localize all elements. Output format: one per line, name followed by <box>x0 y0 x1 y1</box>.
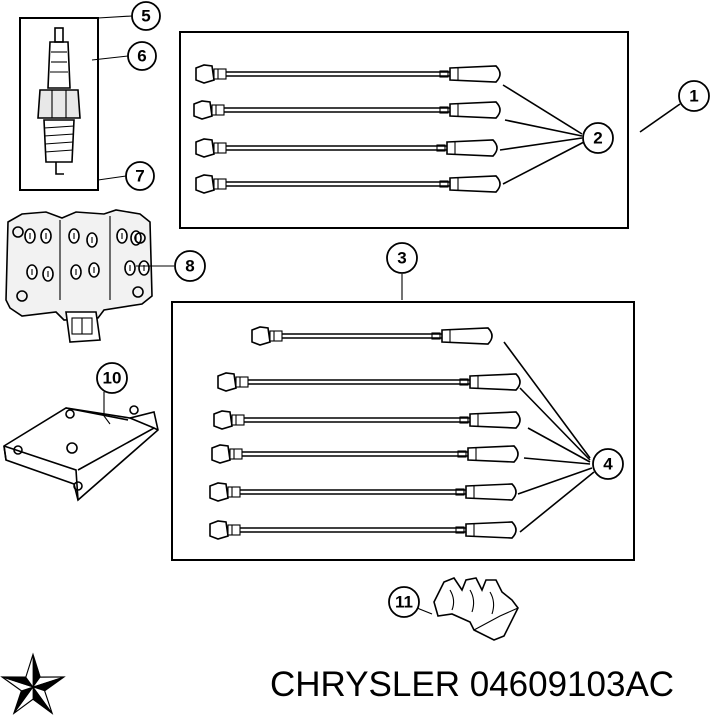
ignition-wire-long-1 <box>251 326 493 346</box>
coil-terminal <box>70 264 82 280</box>
spark-plug-threads <box>43 119 75 163</box>
coil-terminal <box>88 262 100 278</box>
callout-11: 11 <box>388 586 420 618</box>
part-caption: CHRYSLER 04609103AC <box>270 660 710 710</box>
spark-plug-terminal <box>54 27 64 43</box>
ignition-wire-long-5 <box>209 482 517 502</box>
spark-plug-insulator <box>47 41 71 89</box>
coil-terminal <box>26 264 38 280</box>
callout-2: 2 <box>582 122 614 154</box>
callout-5: 5 <box>131 1 161 31</box>
coil-terminal <box>40 228 52 244</box>
callout-8: 8 <box>174 250 206 282</box>
svg-text:5: 5 <box>141 7 150 26</box>
spark-plug-group <box>19 17 99 191</box>
svg-text:4: 4 <box>603 455 613 474</box>
part-number: 04609103AC <box>469 665 675 704</box>
wire-set-6-box <box>171 301 635 561</box>
ignition-wire-2 <box>193 100 501 120</box>
callout-1: 1 <box>678 80 710 112</box>
callout-3: 3 <box>386 242 418 274</box>
wire-set-4-group <box>179 31 681 229</box>
callout-6: 6 <box>127 41 157 71</box>
svg-text:3: 3 <box>397 249 406 268</box>
svg-text:7: 7 <box>135 167 144 186</box>
svg-text:8: 8 <box>185 257 194 276</box>
coil-terminal <box>68 228 80 244</box>
coil-connector <box>65 311 101 343</box>
svg-text:2: 2 <box>593 129 602 148</box>
svg-text:1: 1 <box>689 87 698 106</box>
callout-7: 7 <box>125 161 155 191</box>
wire-separator <box>433 577 519 641</box>
spark-plug-hex <box>37 89 81 119</box>
coil-terminal <box>86 232 98 248</box>
ignition-wire-3 <box>195 138 498 158</box>
coil-terminal <box>24 228 36 244</box>
svg-text:11: 11 <box>395 593 413 612</box>
coil-terminal <box>42 266 54 282</box>
chrysler-pentastar-logo <box>0 652 66 715</box>
svg-text:6: 6 <box>137 47 146 66</box>
callout-4: 4 <box>592 448 624 480</box>
wire-set-4-box <box>179 31 629 229</box>
ignition-coil-group <box>5 209 174 343</box>
spark-plug-electrode <box>55 162 64 175</box>
callout-10: 10 <box>96 362 128 394</box>
wire-set-6-group <box>171 274 635 561</box>
svg-text:10: 10 <box>103 369 122 388</box>
coil-terminal <box>116 228 128 244</box>
spark-plug-box <box>19 17 99 191</box>
ignition-wire-1 <box>195 64 501 84</box>
ignition-wire-4 <box>195 174 501 194</box>
wire-separator-group <box>411 577 519 641</box>
coil-terminal <box>124 260 136 276</box>
ignition-wire-long-2 <box>217 372 521 392</box>
ignition-wire-long-3 <box>213 410 521 430</box>
ignition-wire-long-6 <box>209 520 517 540</box>
coil-terminal <box>138 260 150 276</box>
coil-bracket-group <box>3 392 159 502</box>
brand-name: CHRYSLER <box>270 665 460 704</box>
ignition-wire-long-4 <box>211 444 519 464</box>
